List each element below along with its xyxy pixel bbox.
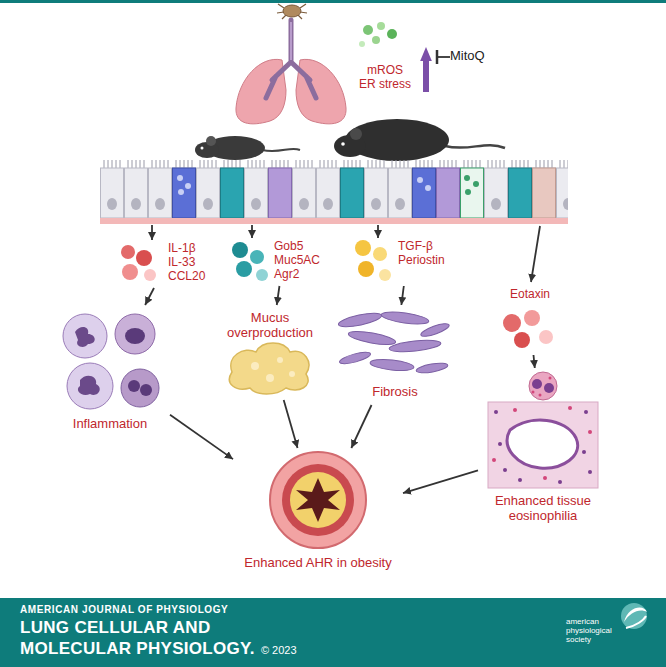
society-name: american physiological society bbox=[566, 617, 612, 645]
flow-arrow bbox=[284, 400, 298, 448]
node-text: MitoQ bbox=[450, 49, 500, 64]
mucin-circles bbox=[232, 242, 268, 281]
node-text: Enhanced AHR in obesity bbox=[237, 556, 399, 571]
node-text: Mucus overproduction bbox=[219, 311, 321, 341]
flow-arrow bbox=[403, 470, 478, 493]
node-text: Gob5 bbox=[274, 240, 338, 254]
flow-arrow bbox=[145, 288, 154, 305]
lean-mouse bbox=[195, 136, 300, 160]
flow-arrow bbox=[277, 286, 280, 305]
node-text: ER stress bbox=[355, 78, 415, 92]
final-outcome-node: Enhanced AHR in obesity bbox=[233, 448, 403, 590]
outcome-node: Enhanced tissue eosinophilia bbox=[478, 368, 608, 533]
footer-band bbox=[0, 598, 666, 667]
tgf-circles bbox=[355, 240, 391, 281]
inflammatory-cells bbox=[63, 314, 159, 409]
fibroblasts bbox=[337, 310, 450, 375]
inhibition-line bbox=[437, 56, 450, 58]
node-text: Inflammation bbox=[54, 417, 166, 432]
node-text: Fibrosis bbox=[339, 385, 451, 400]
node-text: Enhanced tissue eosinophilia bbox=[482, 494, 604, 524]
cytokine-circles bbox=[121, 245, 156, 281]
growth-factor-group: TGF-βPeriostin bbox=[352, 236, 462, 286]
node-text: mROS bbox=[355, 64, 415, 78]
outcome-node: Inflammation bbox=[50, 305, 170, 440]
node-text: TGF-β bbox=[398, 240, 462, 254]
flow-arrow bbox=[533, 355, 534, 368]
drug-label: MitoQ bbox=[450, 49, 500, 65]
journal-name: AMERICAN JOURNAL OF PHYSIOLOGY bbox=[20, 604, 228, 616]
society-logo bbox=[621, 603, 647, 629]
mucin-group: Gob5Muc5ACAgr2 bbox=[228, 236, 338, 286]
node-text: Eotaxin bbox=[490, 288, 570, 302]
flow-arrow bbox=[351, 405, 371, 448]
mucus-blob bbox=[229, 343, 308, 394]
mucus-dots bbox=[251, 357, 295, 382]
outcome-node: Mucus overproduction bbox=[215, 305, 325, 400]
lungs bbox=[236, 20, 346, 124]
increase-arrow bbox=[423, 54, 429, 92]
airway-cross-section bbox=[270, 452, 366, 548]
node-text: Muc5AC bbox=[274, 254, 338, 268]
cytokine-group: IL-1βIL-33CCL20 bbox=[112, 238, 222, 288]
outcome-node: Fibrosis bbox=[335, 305, 455, 405]
node-text: IL-33 bbox=[168, 256, 222, 270]
dust-mite bbox=[277, 4, 307, 19]
obese-mouse bbox=[334, 119, 505, 161]
copyright: © 2023 bbox=[261, 644, 297, 657]
node-text: CCL20 bbox=[168, 270, 222, 284]
journal-section: LUNG CELLULAR AND bbox=[20, 618, 211, 638]
stress-signal: mROSER stress bbox=[355, 20, 437, 94]
eosinophil bbox=[529, 372, 557, 400]
flow-arrow bbox=[401, 286, 403, 305]
chemokine-group: Eotaxin bbox=[490, 285, 570, 355]
journal-section: MOLECULAR PHYSIOLOGY. bbox=[20, 639, 255, 659]
eotaxin-circles bbox=[503, 310, 553, 348]
flow-arrow bbox=[170, 415, 233, 459]
node-text: Periostin bbox=[398, 254, 462, 268]
histology-image bbox=[488, 402, 598, 488]
airway-epithelium bbox=[100, 160, 568, 224]
top-rule bbox=[0, 0, 666, 3]
mros-dots bbox=[359, 22, 397, 47]
release-arrows bbox=[152, 225, 540, 282]
node-text: IL-1β bbox=[168, 242, 222, 256]
node-text: Agr2 bbox=[274, 268, 338, 282]
